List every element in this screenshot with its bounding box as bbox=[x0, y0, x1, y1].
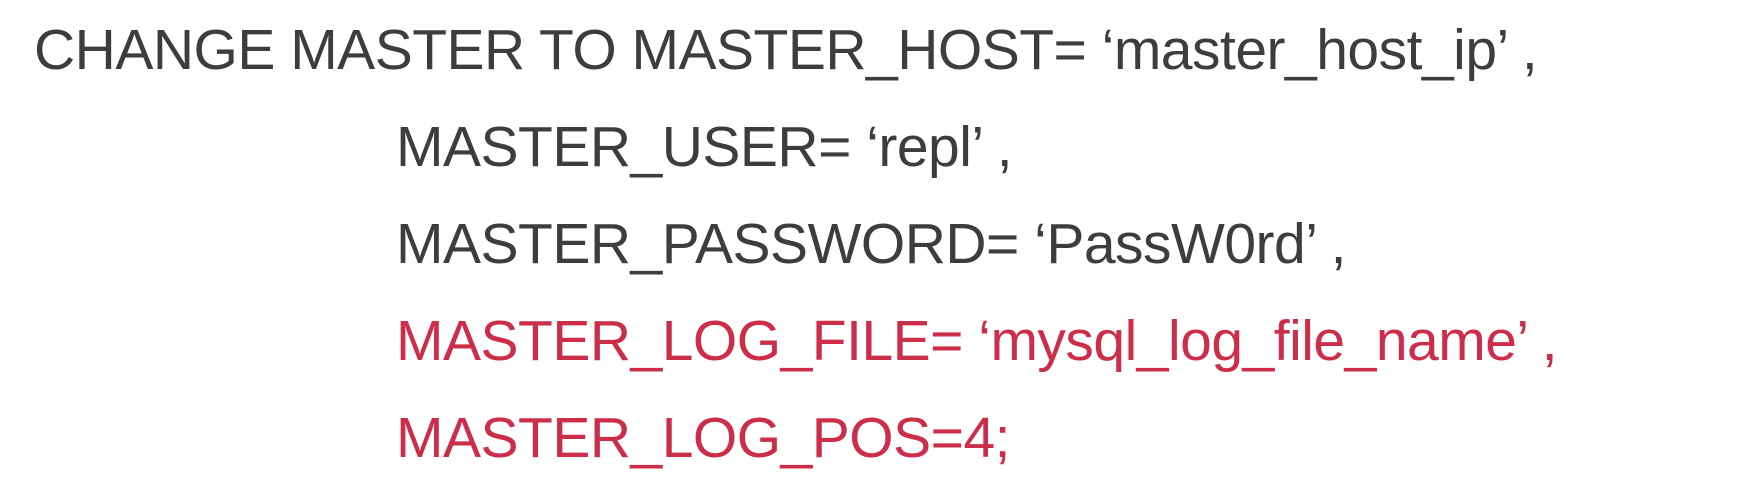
code-line-master-log-pos: MASTER_LOG_POS=4; bbox=[396, 406, 1011, 470]
code-line-master-user: MASTER_USER= ‘repl’ , bbox=[396, 115, 1013, 179]
code-line-change-master: CHANGE MASTER TO MASTER_HOST= ‘master_ho… bbox=[34, 18, 1538, 82]
code-line-master-password: MASTER_PASSWORD= ‘PassW0rd’ , bbox=[396, 212, 1346, 276]
code-line-master-log-file: MASTER_LOG_FILE= ‘mysql_log_file_name’ , bbox=[396, 309, 1558, 373]
